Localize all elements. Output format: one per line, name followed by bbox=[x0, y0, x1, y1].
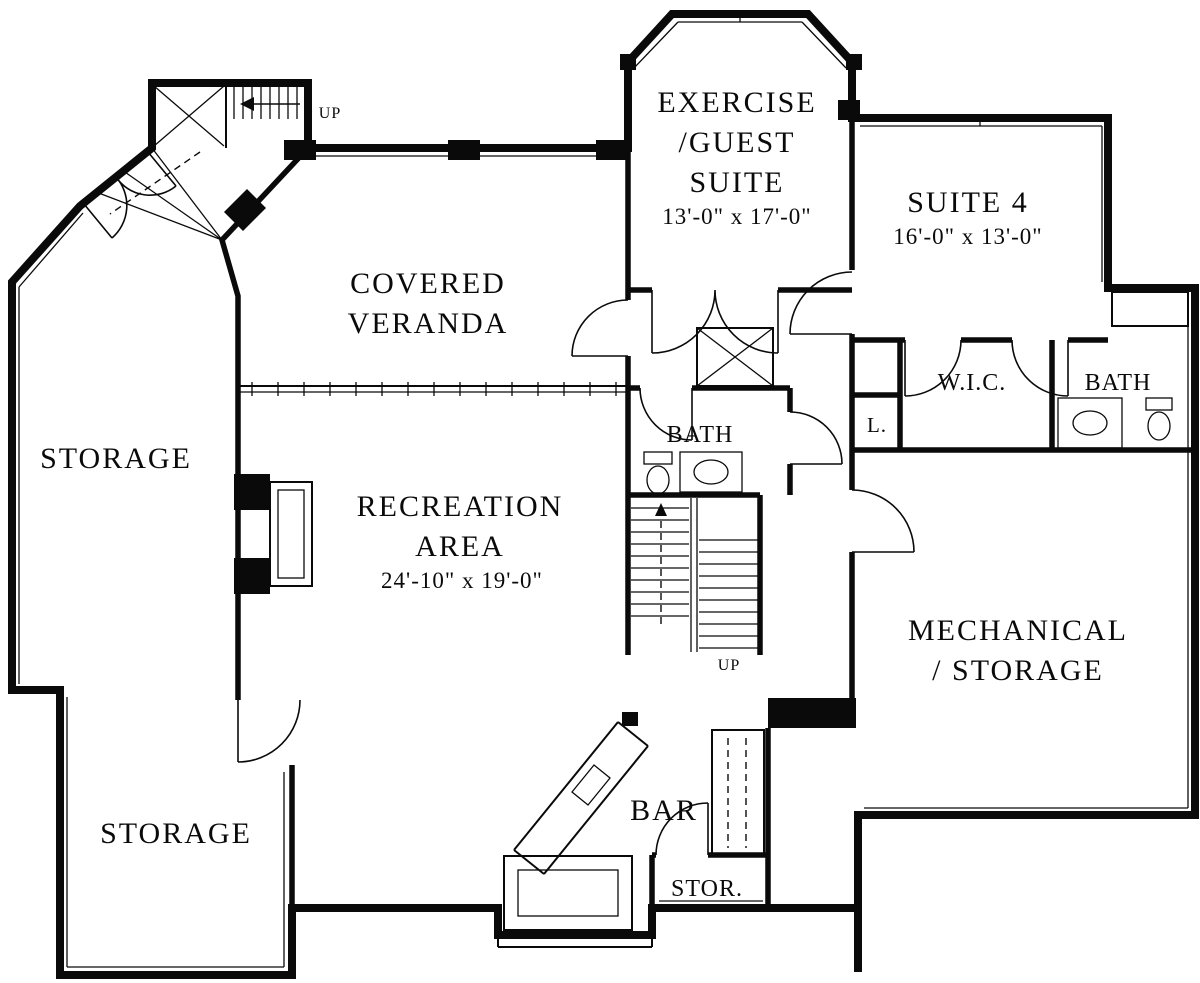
label-suite4-dims: 16'-0" x 13'-0" bbox=[893, 224, 1042, 249]
bar-counter bbox=[513, 712, 649, 875]
label-exercise-dims: 13'-0" x 17'-0" bbox=[662, 204, 811, 229]
stor-door bbox=[655, 802, 709, 856]
veranda-post-2 bbox=[448, 140, 480, 160]
shower-cross bbox=[696, 327, 774, 387]
suite4-door bbox=[789, 271, 853, 335]
stair-up-arrow-head bbox=[240, 97, 254, 111]
wall-closet-wic-bath bbox=[852, 340, 1055, 450]
wall-bath-center bbox=[628, 385, 793, 498]
fireplace-jamb-top bbox=[234, 474, 270, 510]
veranda-post-1 bbox=[284, 140, 316, 160]
label-recreation-dims: 24'-10" x 19'-0" bbox=[381, 568, 543, 593]
veranda-post-3 bbox=[596, 140, 628, 160]
stair-direction-arrow bbox=[655, 503, 667, 516]
label-laundry: L. bbox=[867, 413, 887, 437]
bath-center-door bbox=[639, 387, 693, 441]
label-exercise-line1: EXERCISE bbox=[657, 86, 816, 119]
label-recreation-line1: RECREATION bbox=[357, 490, 564, 523]
label-bar: BAR bbox=[630, 794, 698, 827]
bar-end-post bbox=[622, 712, 638, 726]
outer-walls bbox=[7, 10, 1199, 979]
stair-center bbox=[631, 498, 758, 652]
label-veranda-line2: VERANDA bbox=[348, 307, 509, 340]
label-exercise-line3: SUITE bbox=[690, 166, 785, 199]
bar-counter-outline bbox=[513, 721, 649, 875]
toilet-bowl-right bbox=[1147, 411, 1171, 441]
corner-fill-suite4 bbox=[838, 100, 860, 120]
window-well bbox=[497, 855, 653, 948]
stair-stringer bbox=[690, 498, 698, 652]
label-recreation-line2: AREA bbox=[415, 530, 505, 563]
label-bath-center: BATH bbox=[667, 422, 734, 448]
bath-center-side-door bbox=[789, 411, 843, 465]
door-symbols bbox=[83, 151, 1069, 856]
window-well-outer bbox=[503, 855, 633, 931]
wall-posts bbox=[224, 54, 862, 231]
label-stor: STOR. bbox=[671, 876, 743, 902]
fireplace-firebox bbox=[277, 489, 305, 579]
outer-wall-path bbox=[7, 10, 1199, 979]
wall-jog-block bbox=[768, 698, 856, 728]
stair-landing-diagonals bbox=[153, 85, 225, 147]
stair-run-dashed bbox=[109, 151, 201, 215]
bath-fixtures bbox=[643, 291, 1189, 495]
interior-walls bbox=[218, 118, 1195, 908]
toilet-tank-right bbox=[1145, 397, 1173, 411]
label-mechanical-line2: / STORAGE bbox=[932, 654, 1104, 687]
label-up-top: UP bbox=[319, 105, 341, 122]
label-mechanical-line1: MECHANICAL bbox=[908, 614, 1128, 647]
vanity-right bbox=[1057, 397, 1123, 449]
bath-window-nook bbox=[1111, 291, 1189, 327]
wall-stor bbox=[649, 728, 771, 908]
fireplace-box bbox=[269, 481, 313, 587]
fireplace bbox=[234, 474, 313, 594]
storage-lower-door bbox=[237, 699, 301, 763]
chimney-chase bbox=[711, 729, 765, 856]
stair-treads-right-flight bbox=[699, 539, 758, 649]
sink-right bbox=[1072, 410, 1108, 436]
bath-right-door bbox=[1011, 339, 1069, 397]
label-up-center: UP bbox=[718, 657, 740, 674]
label-veranda-line1: COVERED bbox=[350, 267, 506, 300]
toilet-bowl-center bbox=[646, 465, 670, 495]
label-exercise-line2: /GUEST bbox=[679, 126, 796, 159]
bar-sink bbox=[571, 764, 611, 806]
corner-fill-bay-right bbox=[846, 54, 862, 70]
exercise-double-door bbox=[651, 289, 779, 354]
veranda-corner-post bbox=[224, 189, 266, 231]
label-suite4: SUITE 4 bbox=[907, 186, 1029, 219]
toilet-tank-center bbox=[643, 451, 673, 465]
label-storage-lower: STORAGE bbox=[100, 817, 252, 850]
room-labels: EXERCISE /GUEST SUITE 13'-0" x 17'-0" SU… bbox=[40, 86, 1152, 902]
fireplace-jamb-bottom bbox=[234, 558, 270, 594]
window-well-step bbox=[497, 935, 653, 948]
wic-door bbox=[904, 339, 962, 397]
storage-double-door bbox=[83, 151, 177, 239]
veranda-door bbox=[571, 299, 629, 357]
label-storage-upper: STORAGE bbox=[40, 442, 192, 475]
vanity-center bbox=[679, 451, 743, 493]
label-wic: W.I.C. bbox=[938, 370, 1006, 396]
stair-winders bbox=[95, 147, 223, 241]
corner-fill-bay-left bbox=[620, 54, 636, 70]
window-well-inner bbox=[517, 869, 619, 917]
label-bath-right: BATH bbox=[1085, 370, 1152, 396]
mechanical-door bbox=[851, 489, 915, 553]
stair-upper-left bbox=[95, 83, 300, 241]
shower-square bbox=[696, 327, 774, 387]
sink-center bbox=[693, 459, 729, 485]
veranda-window-band bbox=[240, 382, 628, 396]
